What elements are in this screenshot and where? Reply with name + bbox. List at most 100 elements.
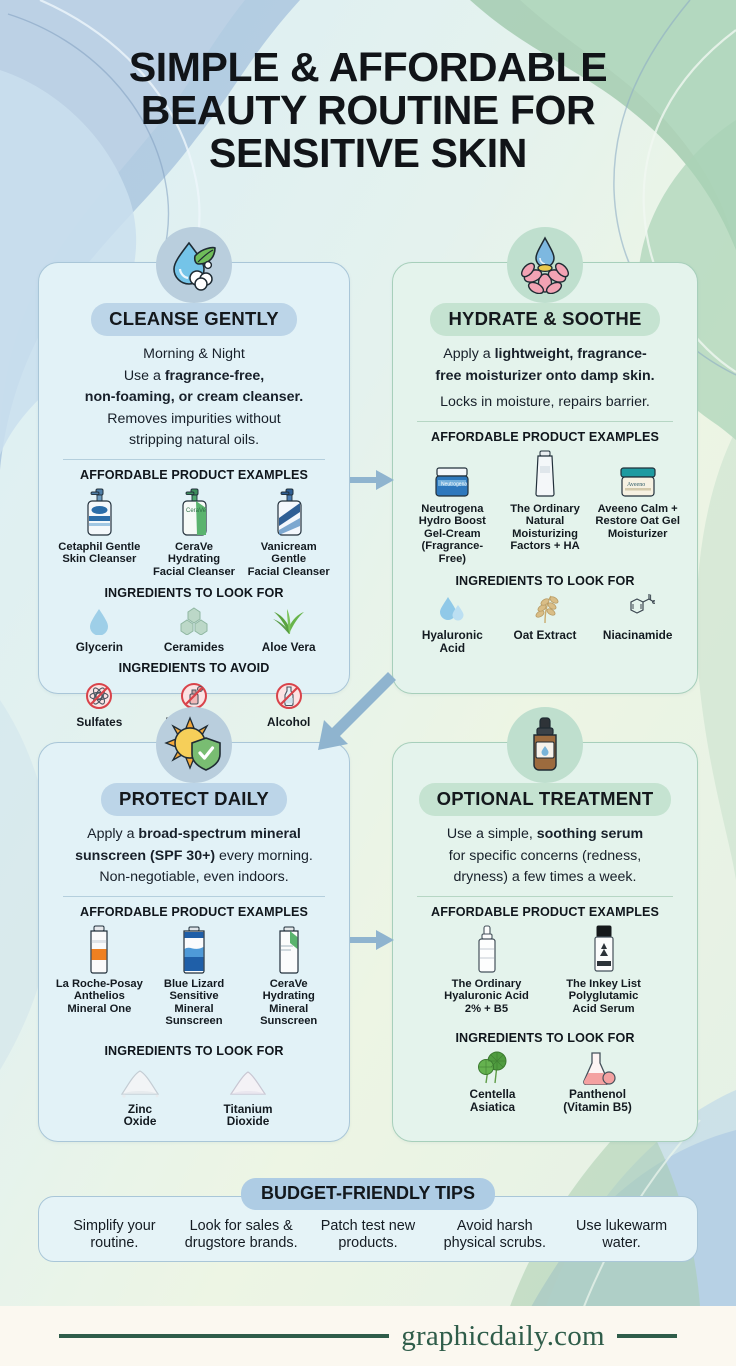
label-avoid: INGREDIENTS TO AVOID [118, 660, 270, 675]
ingredient-item: Niacinamide [592, 592, 683, 642]
card-hydrate-soothe[interactable]: HYDRATE & SOOTHE Apply a lightweight, fr… [392, 227, 698, 694]
card-cleanse-badge: CLEANSE GENTLY [91, 303, 297, 336]
tip-item: Patch test new products. [320, 1218, 416, 1251]
desc-line-2: for specific concerns (redness, [448, 847, 642, 864]
oat-sprig-icon [529, 592, 561, 626]
clear-dropper-bottle-icon [475, 923, 499, 975]
card-divider [63, 458, 325, 460]
ingredient-item: Alcohol [242, 679, 335, 729]
ingredient-item: Sulfates [53, 679, 146, 729]
footer-brand[interactable]: graphicdaily.com [401, 1319, 605, 1352]
label-look-for: INGREDIENTS TO LOOK FOR [104, 1043, 284, 1058]
blue-lizard-tube-icon [179, 923, 209, 975]
title-line-2: BEAUTY ROUTINE FOR [140, 87, 596, 133]
label-look-for: INGREDIENTS TO LOOK FOR [455, 1031, 635, 1046]
desc-line-2-bold: sunscreen (SPF 30+) [75, 847, 216, 864]
desc-line-2-bold: fragrance-free, [164, 367, 265, 384]
ingredient-item: Aloe Vera [242, 604, 335, 654]
arrow-hydrate-to-protect [318, 672, 396, 750]
ingredient-name: Oat Extract [513, 628, 577, 643]
cetaphil-pump-bottle-icon [84, 486, 114, 538]
ingredient-name: Glycerin [75, 640, 123, 655]
pink-flask-icon [579, 1051, 617, 1086]
no-fragrance-icon [179, 679, 209, 713]
card-protect-daily[interactable]: PROTECT DAILY Apply a broad-spectrum min… [38, 707, 350, 1142]
card-hydrate-badge: HYDRATE & SOOTHE [430, 303, 660, 336]
centella-leaves-icon [473, 1051, 513, 1085]
desc-line-1-pre: Apply a [443, 346, 495, 362]
water-drop-leaf-foam-icon [156, 227, 232, 303]
card-cleanse-gently[interactable]: CLEANSE GENTLY Morning & Night Use a fra… [38, 227, 350, 728]
desc-line-2-bold: free moisturizer onto damp skin. [435, 367, 655, 384]
ingredient-name: Aloe Vera [261, 640, 316, 655]
label-products: AFFORDABLE PRODUCT EXAMPLES [80, 467, 308, 482]
card-divider [63, 895, 325, 897]
card-optional-badge: OPTIONAL TREATMENT [418, 783, 672, 816]
footer-bar: graphicdaily.com [0, 1306, 736, 1366]
svg-text:CeraVe: CeraVe [186, 508, 207, 514]
the-ordinary-tube-icon [532, 448, 558, 500]
ingredient-row-avoid: Sulfates Fragrance [53, 679, 335, 729]
footer-rule-right [616, 1334, 677, 1338]
label-products: AFFORDABLE PRODUCT EXAMPLES [431, 904, 659, 919]
water-drop-icon [88, 604, 110, 638]
tip-item: Avoid harsh physical scrubs. [443, 1218, 546, 1251]
label-look-for: INGREDIENTS TO LOOK FOR [104, 586, 284, 601]
ingredient-item: Glycerin [53, 604, 146, 654]
serum-dropper-bottle-icon [507, 707, 583, 783]
ingredient-name: Ceramides [163, 640, 225, 655]
desc-line-3-bold: non-foaming, or cream cleanser. [84, 389, 304, 405]
la-roche-posay-tube-icon [86, 923, 112, 975]
double-water-drop-icon [437, 592, 467, 626]
tips-badge: BUDGET-FRIENDLY TIPS [240, 1178, 496, 1210]
arrow-protect-to-optional [350, 930, 394, 950]
desc-line-1-bold: lightweight, fragrance- [494, 346, 647, 362]
desc-line-1-pre: Apply a [87, 826, 139, 842]
ingredient-name: Niacinamide [602, 628, 673, 643]
ingredient-name: Panthenol(Vitamin B5) [563, 1087, 632, 1114]
label-look-for: INGREDIENTS TO LOOK FOR [455, 574, 635, 589]
cerave-pump-bottle-icon: CeraVe [179, 486, 209, 538]
aveeno-jar-icon: Aveeno [617, 448, 659, 500]
tip-item: Look for sales & drugstore brands. [184, 1218, 298, 1251]
title-line-3: SENSITIVE SKIN [209, 130, 527, 176]
card-optional-description: Use a simple, soothing serum for specifi… [407, 825, 683, 887]
desc-line-3: Non-negotiable, even indoors. [99, 869, 289, 885]
svg-text:Neutrogena: Neutrogena [441, 481, 467, 487]
vanicream-pump-bottle-icon [274, 486, 304, 538]
card-protect-badge: PROTECT DAILY [101, 783, 287, 816]
tips-row: Simplify your routine. Look for sales & … [39, 1197, 697, 1261]
neutrogena-jar-icon: Neutrogena [432, 448, 472, 500]
card-cleanse-description: Morning & Night Use a fragrance-free, no… [53, 345, 335, 450]
tip-item: Use lukewarm water. [576, 1218, 668, 1251]
card-optional-treatment[interactable]: OPTIONAL TREATMENT Use a simple, soothin… [392, 707, 698, 1142]
title-line-1: SIMPLE & AFFORDABLE [128, 44, 608, 90]
desc-line-1-pre: Use a simple, [446, 826, 537, 842]
